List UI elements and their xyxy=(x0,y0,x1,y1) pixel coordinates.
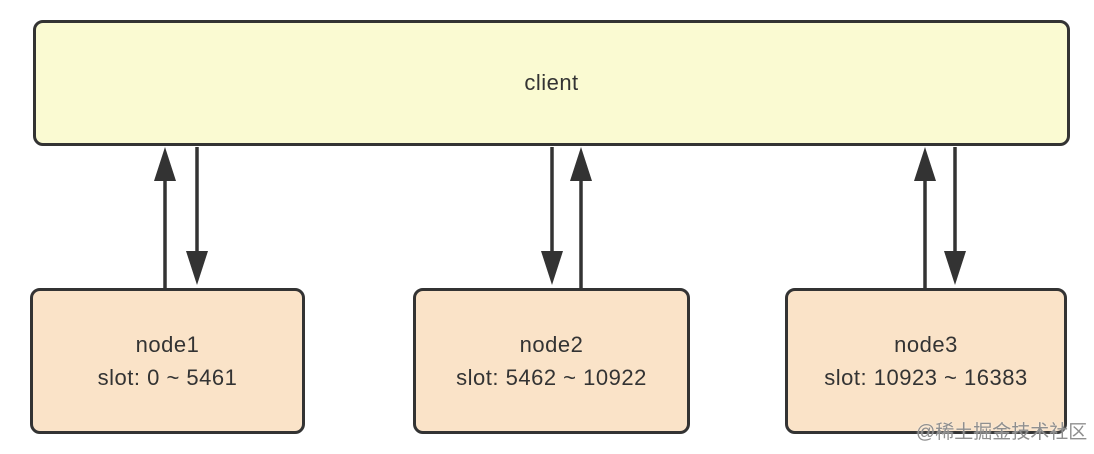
client-label: client xyxy=(524,70,579,95)
node2-name: node2 xyxy=(519,332,584,357)
watermark: @稀土掘金技术社区 xyxy=(916,422,1088,443)
arrow-node3-to-client-icon xyxy=(914,147,936,288)
node3-slot-range: slot: 10923 ~ 16383 xyxy=(824,365,1028,390)
node-box-node3: node3 slot: 10923 ~ 16383 xyxy=(785,288,1067,434)
arrow-client-to-node2-icon xyxy=(541,147,563,285)
arrow-node1-to-client-icon xyxy=(154,147,176,288)
node3-name: node3 xyxy=(894,332,958,357)
node1-slot-range: slot: 0 ~ 5461 xyxy=(97,365,238,390)
arrow-client-to-node1-icon xyxy=(186,147,208,285)
node-box-node2: node2 slot: 5462 ~ 10922 xyxy=(413,288,690,434)
node-box-node1: node1 slot: 0 ~ 5461 xyxy=(30,288,305,434)
arrow-node2-to-client-icon xyxy=(570,147,592,288)
client-box: client xyxy=(33,20,1070,146)
arrow-client-to-node3-icon xyxy=(944,147,966,285)
node2-slot-range: slot: 5462 ~ 10922 xyxy=(456,365,647,390)
node1-name: node1 xyxy=(135,332,200,357)
